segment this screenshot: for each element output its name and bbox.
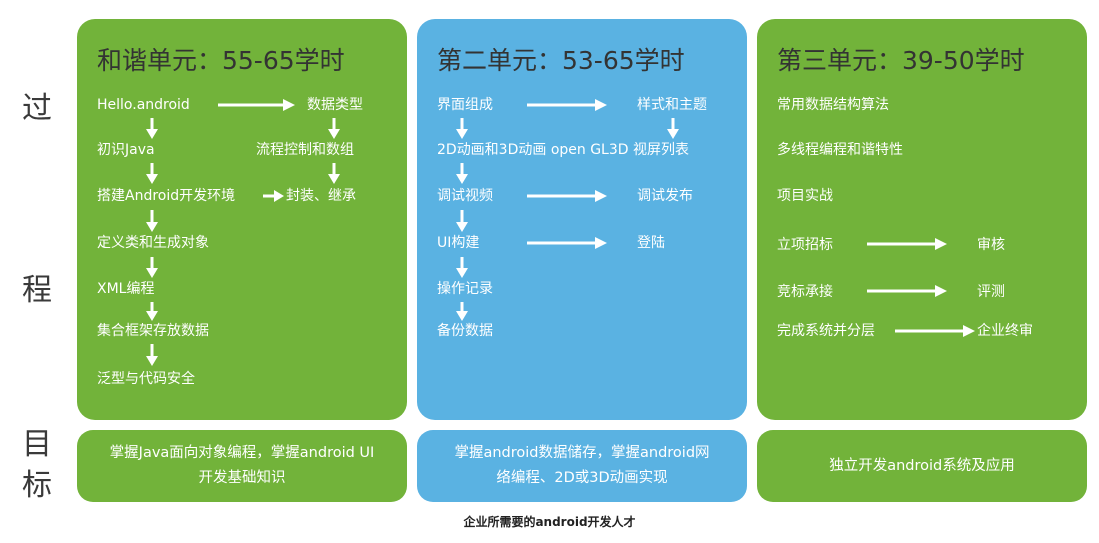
unit-2-item-ui-composition: 界面组成	[437, 97, 493, 113]
unit-3-item-multithreading: 多线程编程和谐特性	[777, 142, 903, 158]
unit-1-item-encapsulation: 封装、继承	[286, 188, 356, 204]
unit-2-arrows	[456, 99, 679, 321]
side-label-cheng: 程	[22, 273, 52, 308]
unit-3-item-evaluation: 评测	[977, 284, 1005, 300]
unit-3-item-final-review: 企业终审	[977, 323, 1033, 339]
unit-1-goal: 掌握Java面向对象编程，掌握android UI 开发基础知识	[77, 430, 407, 502]
unit-3-item-layering: 完成系统并分层	[777, 323, 875, 339]
unit-3-panel: 第三单元：39-50学时 常用数据结构算法 多线程编程和谐特性 项目实战 立项招…	[757, 19, 1087, 420]
unit-1-arrows	[146, 99, 340, 366]
unit-3-item-review: 审核	[977, 237, 1005, 253]
unit-1-panel: 和谐单元：55-65学时 Hello.android 数据类型 初识Java 流…	[77, 19, 407, 420]
unit-3-item-bid: 竞标承接	[777, 284, 833, 300]
unit-1-item-generics: 泛型与代码安全	[97, 371, 195, 387]
unit-1-item-collections: 集合框架存放数据	[97, 323, 209, 339]
unit-2-title: 第二单元：53-65学时	[437, 46, 685, 75]
unit-1-title: 和谐单元：55-65学时	[97, 46, 345, 75]
unit-2-goal: 掌握android数据储存，掌握android网 络编程、2D或3D动画实现	[417, 430, 747, 502]
unit-2-item-backup: 备份数据	[437, 323, 493, 339]
unit-3-arrows	[867, 238, 975, 337]
unit-3-item-algorithms: 常用数据结构算法	[777, 97, 889, 113]
unit-1-goal-line-1: 掌握Java面向对象编程，掌握android UI	[109, 445, 375, 461]
unit-2-item-operation-log: 操作记录	[437, 281, 493, 297]
unit-2-panel: 第二单元：53-65学时 界面组成 样式和主题 2D动画和3D动画 open G…	[417, 19, 747, 420]
unit-3-item-project: 项目实战	[777, 188, 833, 204]
unit-1-item-hello-android: Hello.android	[97, 97, 190, 113]
unit-1-goal-line-2: 开发基础知识	[198, 470, 286, 486]
unit-2-item-debug-release: 调试发布	[637, 188, 693, 204]
unit-2-item-debug-video: 调试视频	[437, 188, 493, 204]
unit-1-item-android-env: 搭建Android开发环境	[97, 188, 236, 204]
caption: 企业所需要的android开发人才	[463, 515, 636, 529]
unit-2-item-ui-build: UI构建	[437, 235, 480, 251]
unit-1-item-flow-control: 流程控制和数组	[256, 142, 354, 158]
unit-2-goal-line-1: 掌握android数据储存，掌握android网	[454, 445, 710, 461]
unit-2-item-styles-themes: 样式和主题	[637, 97, 707, 113]
unit-3-item-tender: 立项招标	[777, 237, 833, 253]
unit-1-item-intro-java: 初识Java	[97, 142, 155, 158]
side-label-guo: 过	[22, 91, 52, 126]
side-label-mu: 目	[22, 427, 52, 462]
unit-2-goal-line-2: 络编程、2D或3D动画实现	[496, 470, 668, 486]
unit-2-item-animation: 2D动画和3D动画 open GL3D 视屏列表	[437, 142, 689, 158]
unit-1-item-classes-objects: 定义类和生成对象	[97, 235, 209, 251]
unit-1-item-data-types: 数据类型	[307, 97, 363, 113]
unit-3-goal: 独立开发android系统及应用	[757, 430, 1087, 502]
side-label-biao: 标	[22, 468, 52, 503]
unit-2-item-login: 登陆	[637, 235, 665, 251]
unit-3-title: 第三单元：39-50学时	[777, 46, 1025, 75]
unit-3-goal-line-1: 独立开发android系统及应用	[829, 457, 1015, 474]
unit-1-item-xml: XML编程	[97, 281, 155, 297]
